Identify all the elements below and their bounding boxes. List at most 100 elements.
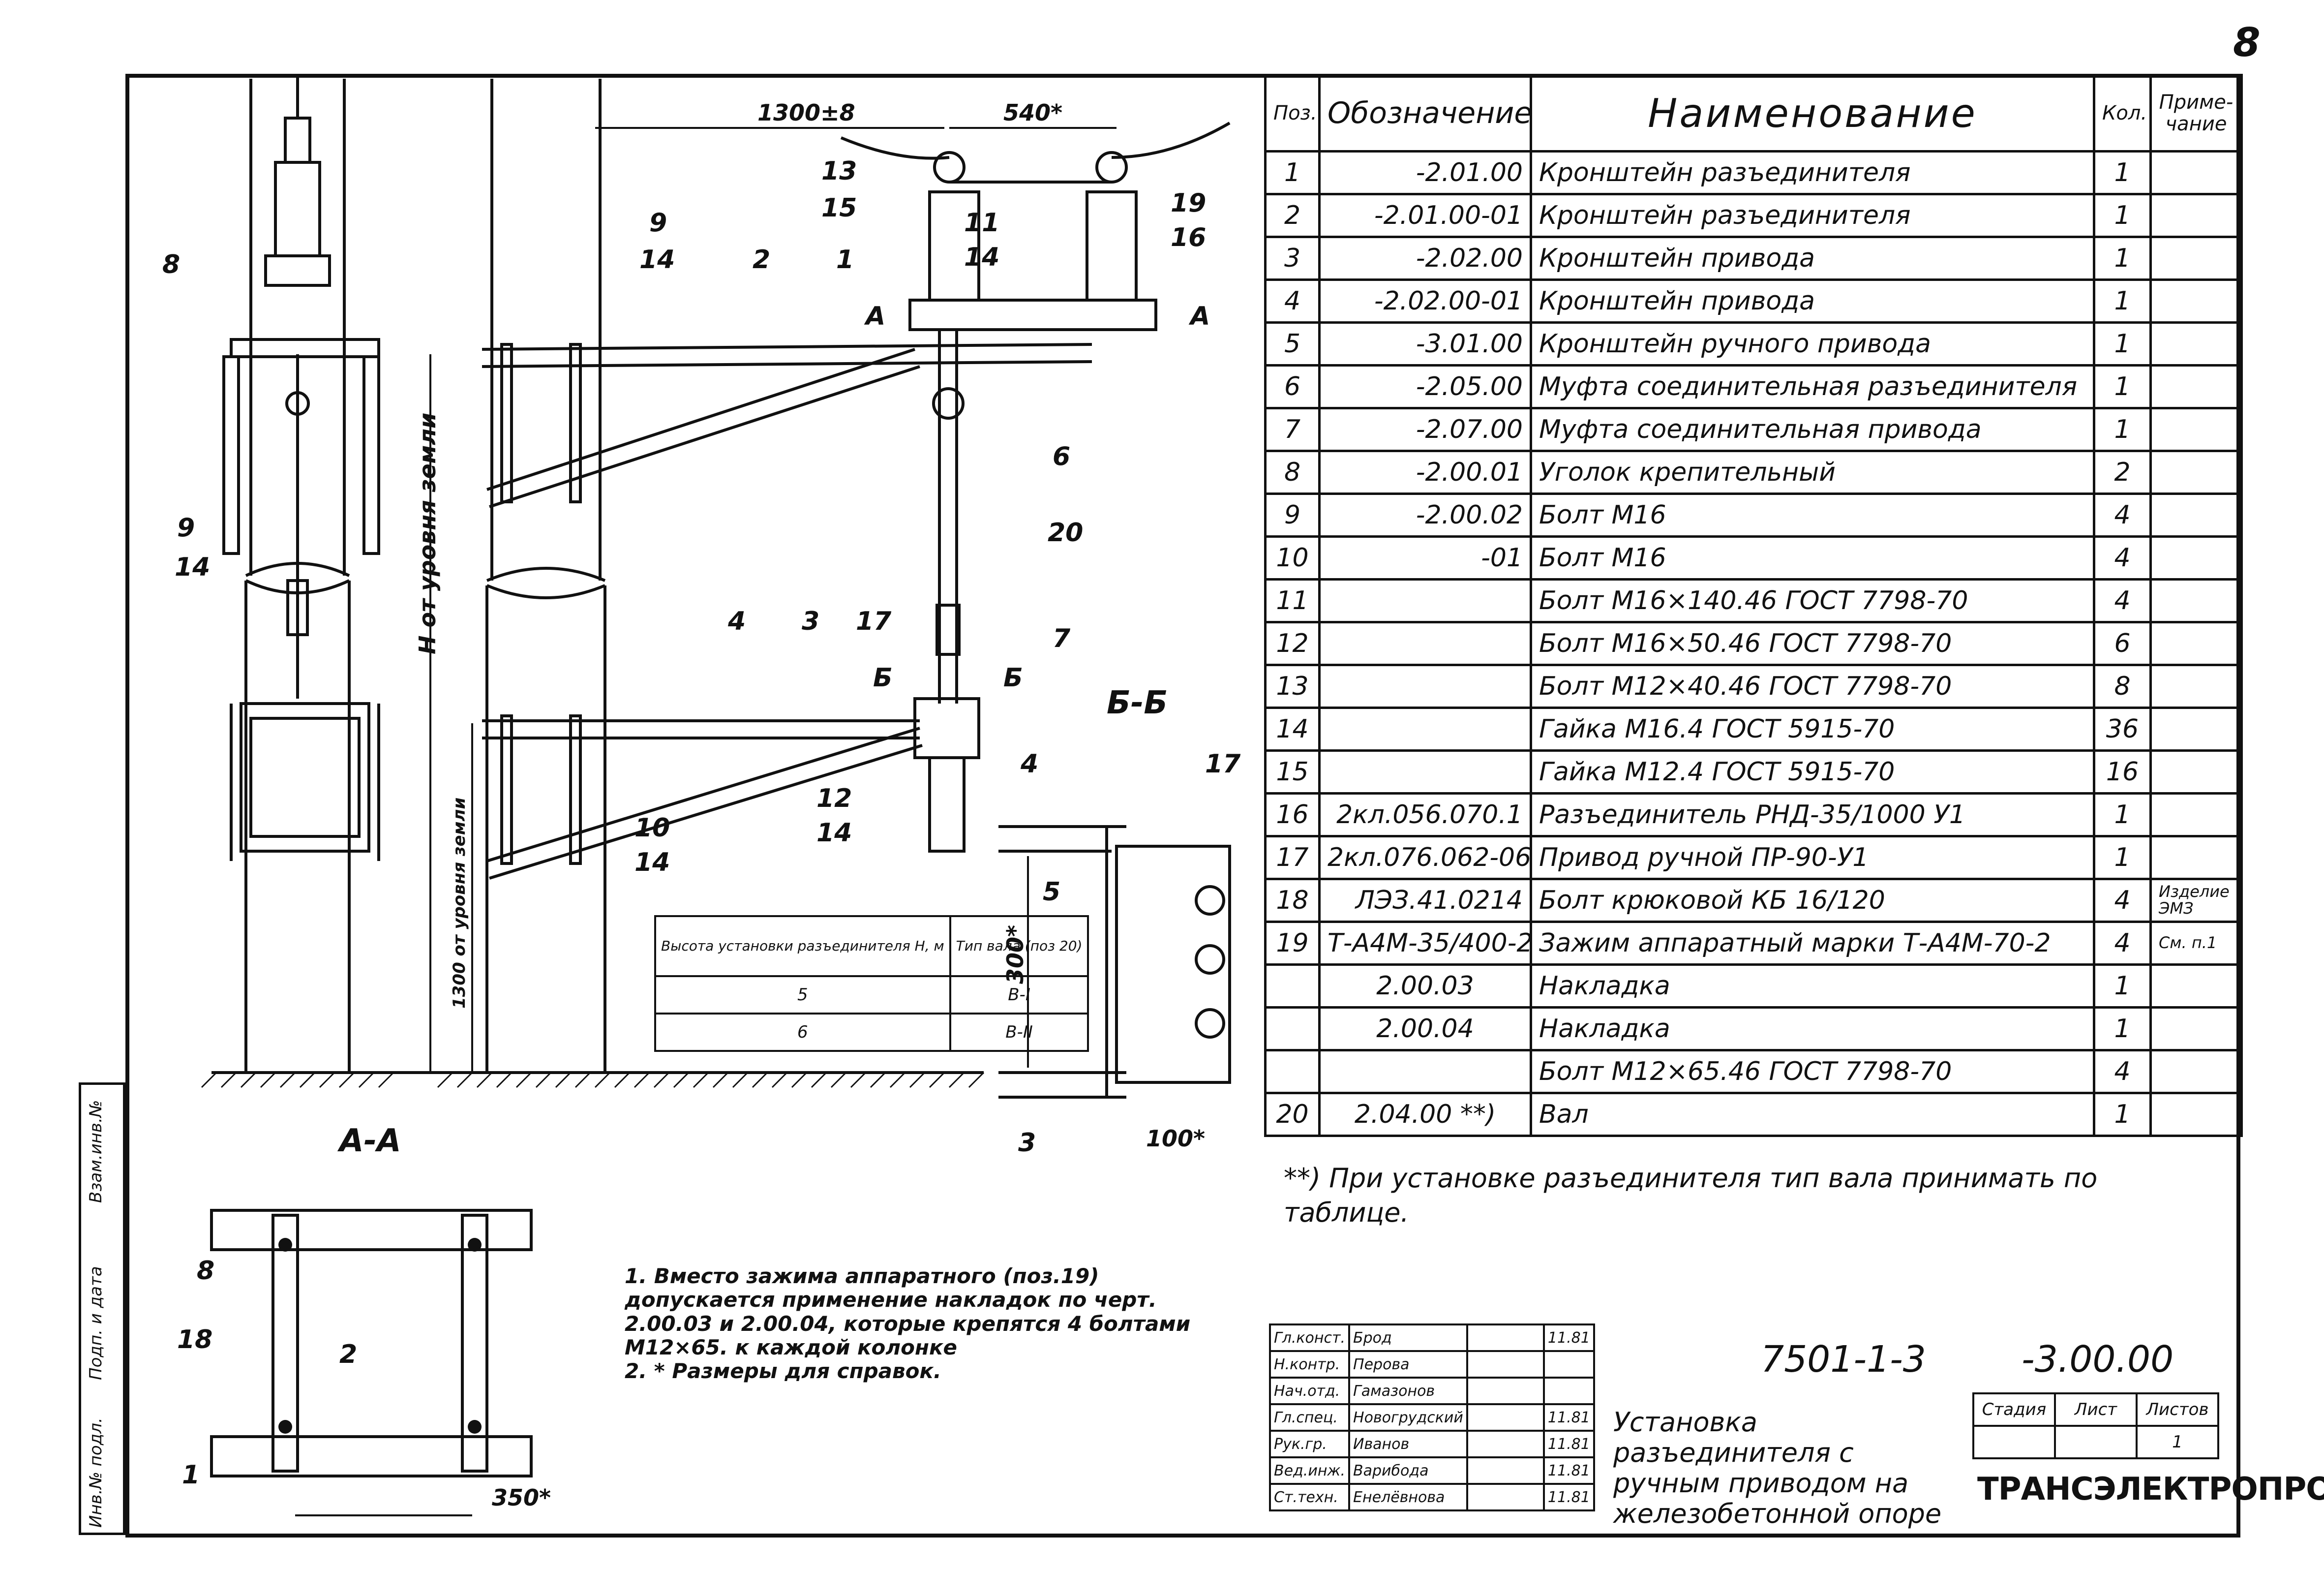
shaft-table-cell: 6 bbox=[654, 1013, 951, 1052]
dim-1300-label: 1300±8 bbox=[757, 99, 855, 126]
date: 11.81 bbox=[1542, 1323, 1595, 1352]
spec-name: Кронштейн разъединителя bbox=[1530, 193, 2095, 238]
person-name: Варибода bbox=[1348, 1456, 1468, 1485]
spec-header-pos: Поз. bbox=[1264, 74, 1321, 153]
shaft-type-table: Высота установки разъединителя H, м Тип … bbox=[654, 915, 1089, 1052]
spec-qty: 36 bbox=[2093, 707, 2152, 752]
spec-name: Болт М16 bbox=[1530, 535, 2095, 581]
dim-100-label: 100* bbox=[1146, 1125, 1205, 1152]
side-stamp-sign: Подп. и дата bbox=[86, 1266, 106, 1380]
spec-designation bbox=[1318, 578, 1532, 623]
callout-2-aa: 2 bbox=[339, 1340, 357, 1369]
spec-designation: ЛЭЗ.41.0214 bbox=[1318, 878, 1532, 923]
cut-a-marker-right: А bbox=[1188, 302, 1210, 331]
pole-side-view bbox=[222, 74, 380, 1073]
spec-name: Уголок крепительный bbox=[1530, 450, 2095, 495]
callout-20: 20 bbox=[1048, 518, 1083, 548]
callout-14-lower: 14 bbox=[816, 818, 852, 848]
spec-designation bbox=[1318, 707, 1532, 752]
spec-designation: -2.05.00 bbox=[1318, 364, 1532, 409]
spec-name: Болт М16×140.46 ГОСТ 7798-70 bbox=[1530, 578, 2095, 623]
spec-qty: 4 bbox=[2093, 535, 2152, 581]
spec-pos: 12 bbox=[1264, 621, 1321, 666]
spec-pos: 19 bbox=[1264, 921, 1321, 966]
callout-7: 7 bbox=[1053, 624, 1071, 653]
spec-note bbox=[2149, 578, 2243, 623]
date: 11.81 bbox=[1542, 1403, 1595, 1432]
role: Н.контр. bbox=[1268, 1350, 1351, 1379]
cut-b-marker-right: Б bbox=[1003, 663, 1023, 693]
spec-note bbox=[2149, 1092, 2243, 1137]
spec-designation: Т-А4М-35/400-2 bbox=[1318, 921, 1532, 966]
spec-pos bbox=[1264, 963, 1321, 1009]
date: 11.81 bbox=[1542, 1483, 1595, 1511]
callout-17: 17 bbox=[856, 607, 892, 636]
callout-2: 2 bbox=[753, 245, 770, 275]
spec-pos: 18 bbox=[1264, 878, 1321, 923]
callout-17-bb: 17 bbox=[1205, 749, 1241, 779]
ground-line bbox=[201, 1071, 985, 1088]
callout-9: 9 bbox=[177, 513, 195, 543]
date bbox=[1542, 1377, 1595, 1405]
callout-1: 1 bbox=[836, 245, 854, 275]
callout-11: 11 bbox=[964, 208, 999, 238]
signature bbox=[1466, 1430, 1545, 1458]
spec-qty: 1 bbox=[2093, 1006, 2152, 1051]
spec-name: Кронштейн привода bbox=[1530, 278, 2095, 324]
spec-name: Болт М12×40.46 ГОСТ 7798-70 bbox=[1530, 664, 2095, 709]
spec-note: Изделие ЭМЗ bbox=[2149, 878, 2243, 923]
callout-19: 19 bbox=[1171, 188, 1206, 218]
spec-header-designation: Обозначение bbox=[1318, 74, 1532, 153]
shaft-table-cell: В-I bbox=[949, 975, 1089, 1015]
role: Нач.отд. bbox=[1268, 1377, 1351, 1405]
specification-table: Поз. Обозначение Наименование Кол. Приме… bbox=[1264, 74, 2243, 1137]
spec-note bbox=[2149, 321, 2243, 367]
callout-13: 13 bbox=[821, 156, 857, 186]
spec-note bbox=[2149, 749, 2243, 795]
spec-name: Болт М16×50.46 ГОСТ 7798-70 bbox=[1530, 621, 2095, 666]
spec-note bbox=[2149, 792, 2243, 837]
shaft-table-header-height: Высота установки разъединителя H, м bbox=[654, 915, 951, 977]
spec-name: Кронштейн ручного привода bbox=[1530, 321, 2095, 367]
spec-note: См. п.1 bbox=[2149, 921, 2243, 966]
spec-note bbox=[2149, 278, 2243, 324]
stage-value bbox=[1972, 1425, 2056, 1459]
general-notes: 1. Вместо зажима аппаратного (поз.19) до… bbox=[625, 1264, 1215, 1383]
side-stamp-inv: Инв.№ подл. bbox=[86, 1417, 106, 1528]
spec-qty: 1 bbox=[2093, 193, 2152, 238]
spec-designation: -2.01.00 bbox=[1318, 150, 1532, 195]
shaft-table-cell: В-II bbox=[949, 1013, 1089, 1052]
spec-note bbox=[2149, 621, 2243, 666]
spec-designation: -2.07.00 bbox=[1318, 407, 1532, 452]
date: 11.81 bbox=[1542, 1430, 1595, 1458]
cut-a-marker: А bbox=[864, 302, 885, 331]
role: Гл.конст. bbox=[1268, 1323, 1351, 1352]
spec-designation: 2.00.04 bbox=[1318, 1006, 1532, 1051]
role: Вед.инж. bbox=[1268, 1456, 1351, 1485]
sheets-value: 1 bbox=[2136, 1425, 2219, 1459]
spec-note bbox=[2149, 492, 2243, 538]
spec-pos bbox=[1264, 1006, 1321, 1051]
callout-16: 16 bbox=[1171, 223, 1206, 252]
pole-front-view bbox=[429, 79, 1231, 1073]
spec-pos: 6 bbox=[1264, 364, 1321, 409]
signature bbox=[1466, 1350, 1545, 1379]
spec-designation: -2.01.00-01 bbox=[1318, 193, 1532, 238]
spec-designation: -2.00.01 bbox=[1318, 450, 1532, 495]
signature-row: Нач.отд.Гамазонов bbox=[1268, 1377, 1595, 1405]
spec-note bbox=[2149, 193, 2243, 238]
spec-note bbox=[2149, 150, 2243, 195]
spec-qty: 4 bbox=[2093, 1049, 2152, 1094]
spec-name: Разъединитель РНД-35/1000 У1 bbox=[1530, 792, 2095, 837]
